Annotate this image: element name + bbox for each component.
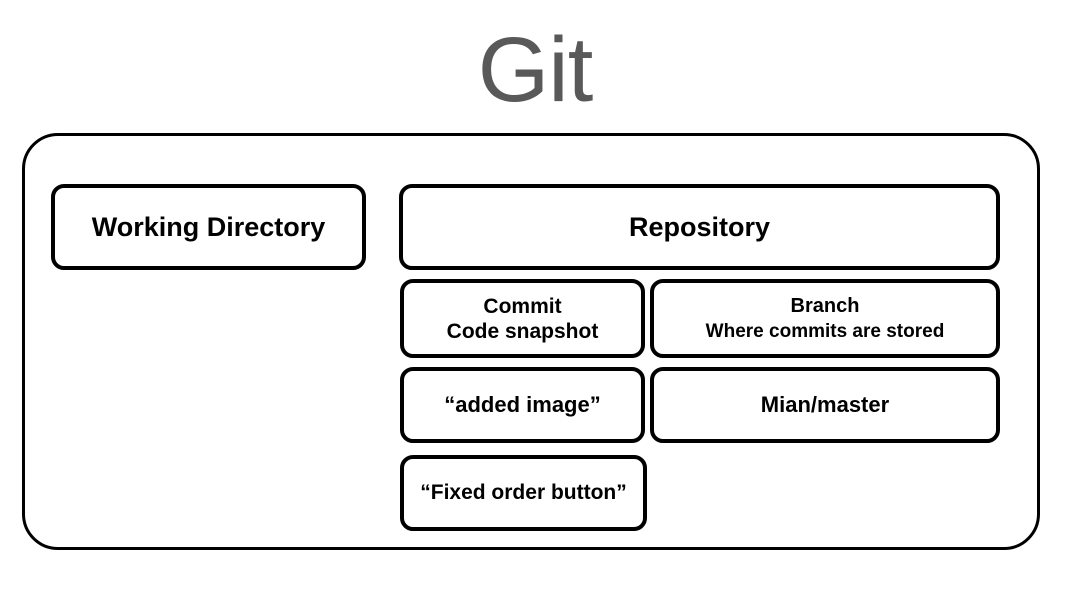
fixed-order-button-label-line1: “Fixed order button” — [420, 481, 627, 504]
page-title: Git — [477, 19, 594, 121]
box-fixed-order-button-label: “Fixed order button” — [404, 481, 643, 505]
working-directory-label-line1: Working Directory — [91, 211, 326, 242]
branch-label-line2: Where commits are stored — [705, 320, 945, 342]
repository-label-line1: Repository — [628, 211, 771, 242]
commit-label-line2: Code snapshot — [446, 319, 599, 343]
branch-label-line1: Branch — [790, 294, 860, 317]
box-repository[interactable]: Repository — [399, 184, 1000, 270]
box-commit-label: Commit Code snapshot — [404, 294, 641, 344]
box-branch[interactable]: Branch Where commits are stored — [650, 279, 1000, 358]
added-image-label-line1: “added image” — [444, 392, 601, 417]
box-working-directory[interactable]: Working Directory — [51, 184, 366, 270]
box-working-directory-label: Working Directory — [55, 212, 362, 243]
box-repository-label: Repository — [403, 212, 996, 243]
box-main-master-label: Mian/master — [654, 392, 996, 418]
main-master-label-line1: Mian/master — [760, 392, 890, 417]
box-main-master[interactable]: Mian/master — [650, 367, 1000, 443]
box-fixed-order-button[interactable]: “Fixed order button” — [400, 455, 647, 531]
commit-label-line1: Commit — [483, 294, 562, 318]
box-branch-label: Branch Where commits are stored — [654, 294, 996, 344]
box-added-image[interactable]: “added image” — [400, 367, 645, 443]
box-added-image-label: “added image” — [404, 392, 641, 418]
box-commit[interactable]: Commit Code snapshot — [400, 279, 645, 358]
